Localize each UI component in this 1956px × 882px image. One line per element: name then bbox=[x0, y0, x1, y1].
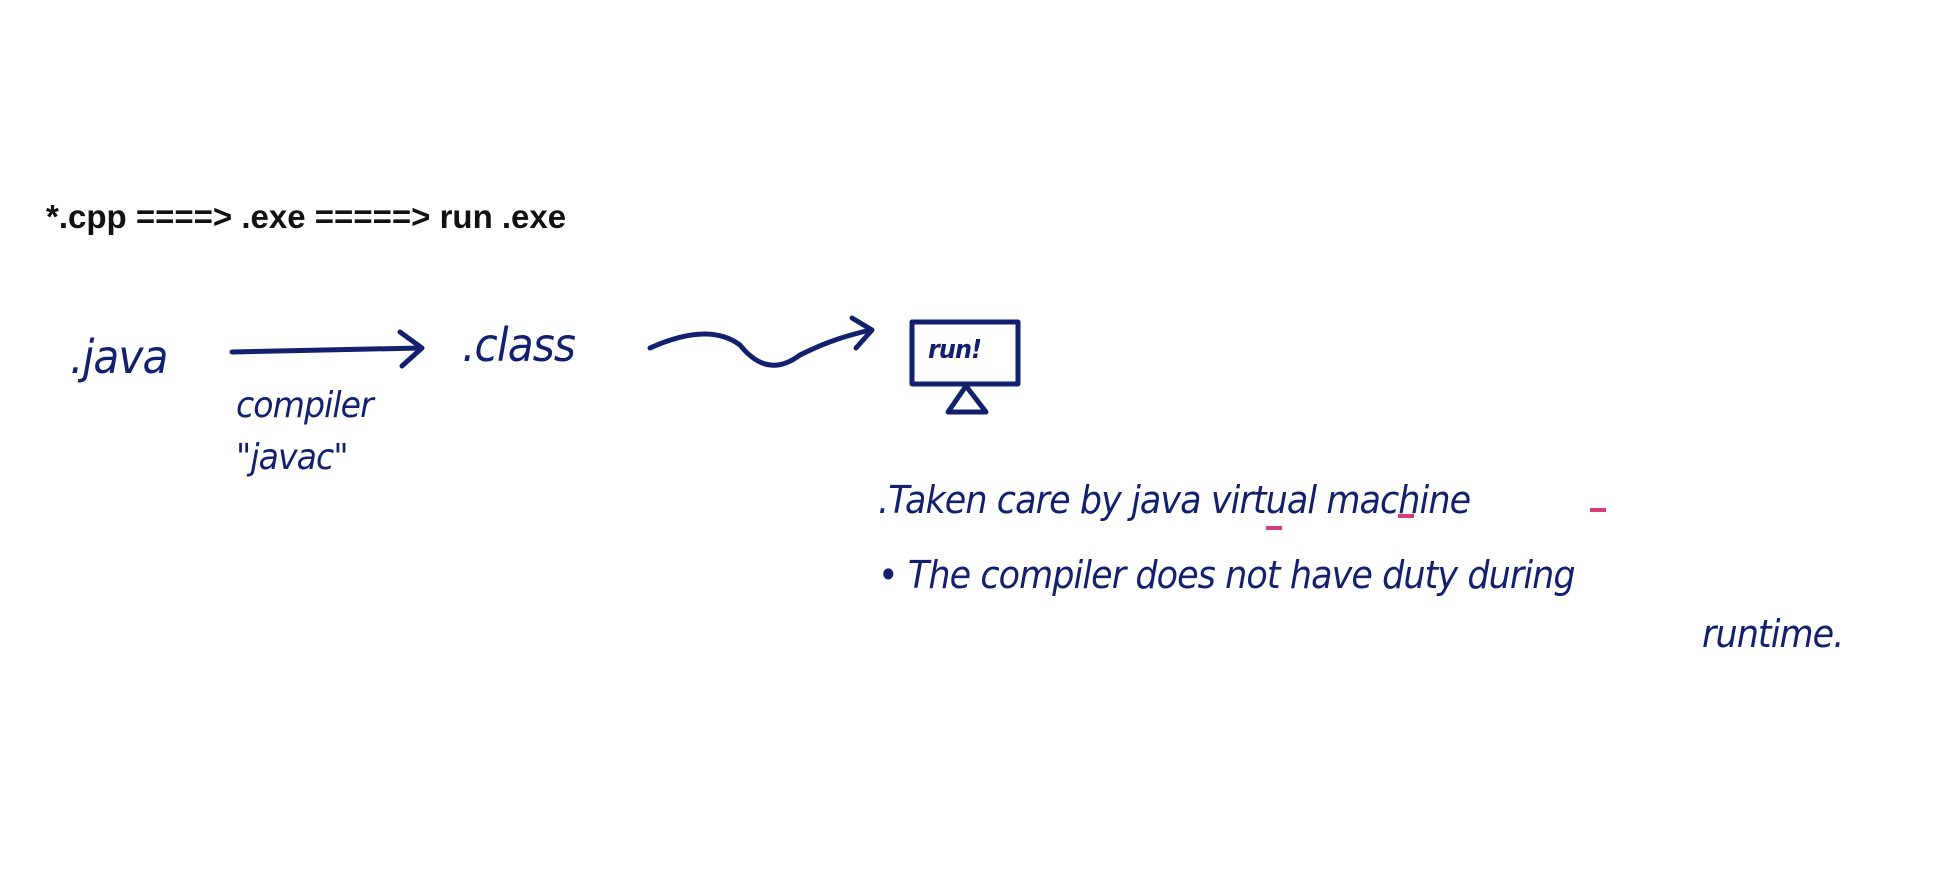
note-runtime: runtime. bbox=[1702, 612, 1844, 656]
note-compiler-duty: • The compiler does not have duty during bbox=[878, 553, 1576, 597]
note-jvm: .Taken care by java virtual machine bbox=[878, 478, 1471, 522]
compiler-label: compiler bbox=[236, 385, 374, 426]
class-file-label: .class bbox=[462, 318, 576, 372]
javac-label: "javac" bbox=[236, 437, 349, 478]
underline-mark bbox=[1398, 514, 1414, 518]
compile-arrow-icon bbox=[229, 329, 425, 369]
run-label: run! bbox=[928, 335, 982, 365]
wavy-arrow-icon bbox=[647, 315, 875, 368]
java-source-label: .java bbox=[70, 330, 168, 384]
monitor-icon bbox=[909, 319, 1021, 415]
underline-mark bbox=[1266, 526, 1282, 530]
underline-mark bbox=[1590, 508, 1606, 512]
cpp-compile-flow-text: *.cpp ====> .exe =====> run .exe bbox=[46, 198, 567, 235]
